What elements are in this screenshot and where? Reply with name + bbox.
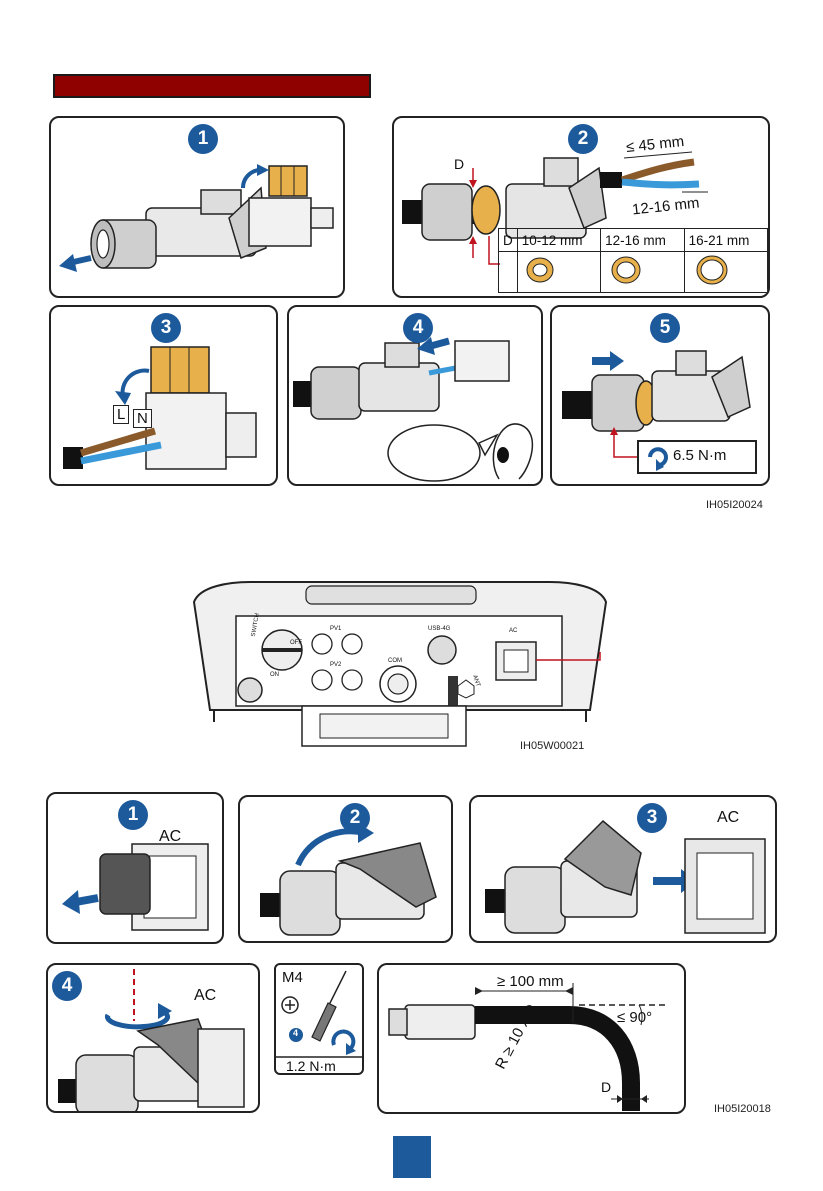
step-badge: 2 [340,803,370,833]
screw-step-number: 4 [293,1028,298,1038]
pv1-label: PV1 [330,626,341,632]
usb-label: USB-4G [428,626,450,632]
step-badge: 4 [403,313,433,343]
screwdriver-torque-panel: M4 4 1.2 N·m [274,963,364,1075]
seal-size-medium: 12-16 mm [601,229,684,252]
seal-size-large: 16-21 mm [684,229,767,252]
off-label: OFF [290,640,302,646]
step-badge: 2 [568,124,598,154]
ac-label: AC [717,809,739,827]
figure1-code: IH05I20024 [706,499,763,511]
seal-image-cell [684,252,767,293]
inverter-ports-illustration [190,580,610,750]
on-label: ON [270,672,279,678]
fig3-step1-panel: 1 AC [46,792,224,944]
inverter-bottom-view: SWITCH OFF ON PV1 PV2 COM USB-4G ANT AC [190,580,610,750]
section-header-bar [53,74,371,98]
page-number-block [393,1136,431,1178]
seal-size-small: 10-12 mm [517,229,600,252]
seal-image-cell [601,252,684,293]
cable-diameter-label: D [601,1079,611,1095]
figure2-code: IH05W00021 [520,740,584,752]
seal-table-blank [499,252,518,293]
figure3-code: IH05I20018 [714,1103,771,1115]
seal-image-cell [517,252,600,293]
ac-label: AC [159,828,181,846]
seal-size-table: D 10-12 mm 12-16 mm 16-21 mm [498,228,768,293]
torque-value: 6.5 N·m [673,447,726,464]
step-badge: 4 [52,971,82,1001]
fig3-step2-panel: 2 [238,795,453,943]
step-badge: 1 [118,800,148,830]
fig1-step3-panel: 3 L N [49,305,278,486]
step-badge: 5 [650,313,680,343]
com-label: COM [388,658,402,664]
screw-torque-value: 1.2 N·m [286,1058,336,1074]
ac-label: AC [194,987,216,1005]
fig3-step4-panel: 4 AC [46,963,260,1113]
cable-bend-radius-panel: ≥ 100 mm ≤ 90° R ≥ 10 x D D [377,963,686,1114]
screw-size-label: M4 [282,969,303,986]
fig1-step2-panel: 2 D ≤ 45 mm 12-16 mm D 10-12 mm 12-16 mm… [392,116,770,298]
step-badge: 3 [151,313,181,343]
diameter-label: D [454,156,464,172]
fig3-step3-panel: 3 AC [469,795,777,943]
min-straight-length: ≥ 100 mm [497,973,564,990]
max-bend-angle: ≤ 90° [617,1009,652,1026]
seal-table-header: D [499,229,518,252]
ac-port-label: AC [509,628,517,634]
step-badge: 1 [188,124,218,154]
pv2-label: PV2 [330,662,341,668]
fig1-step1-panel: 1 [49,116,345,298]
fig1-step5-panel: 5 6.5 N·m [550,305,770,486]
step-badge: 3 [637,803,667,833]
fig1-step4-panel: 4 [287,305,543,486]
terminal-N-label: N [133,409,152,428]
terminal-L-label: L [113,405,129,424]
